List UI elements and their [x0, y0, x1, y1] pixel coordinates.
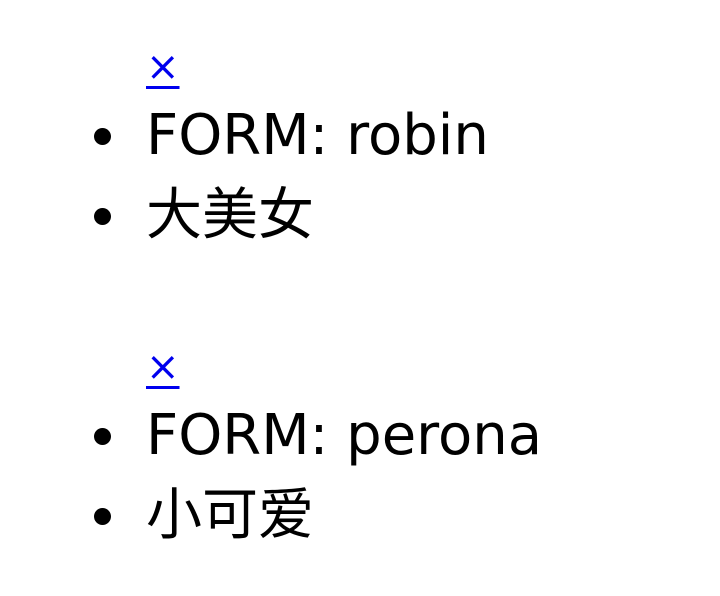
bullet-icon — [94, 128, 111, 145]
entry-robin: × FORM: robin 大美女 — [0, 44, 720, 256]
nickname-item: 小可爱 — [0, 476, 720, 556]
form-label: FORM: robin — [146, 103, 489, 168]
close-link[interactable]: × — [146, 344, 180, 390]
bullet-icon — [94, 428, 111, 445]
entry-perona: × FORM: perona 小可爱 — [0, 344, 720, 556]
entry-details-list: FORM: robin 大美女 — [0, 96, 720, 256]
form-label: FORM: perona — [146, 403, 543, 468]
nickname-label: 大美女 — [146, 183, 314, 248]
bullet-icon — [94, 508, 111, 525]
entry-details-list: FORM: perona 小可爱 — [0, 396, 720, 556]
form-item: FORM: robin — [0, 96, 720, 176]
form-item: FORM: perona — [0, 396, 720, 476]
nickname-label: 小可爱 — [146, 483, 314, 548]
bullet-icon — [94, 208, 111, 225]
close-link[interactable]: × — [146, 44, 180, 90]
nickname-item: 大美女 — [0, 176, 720, 256]
